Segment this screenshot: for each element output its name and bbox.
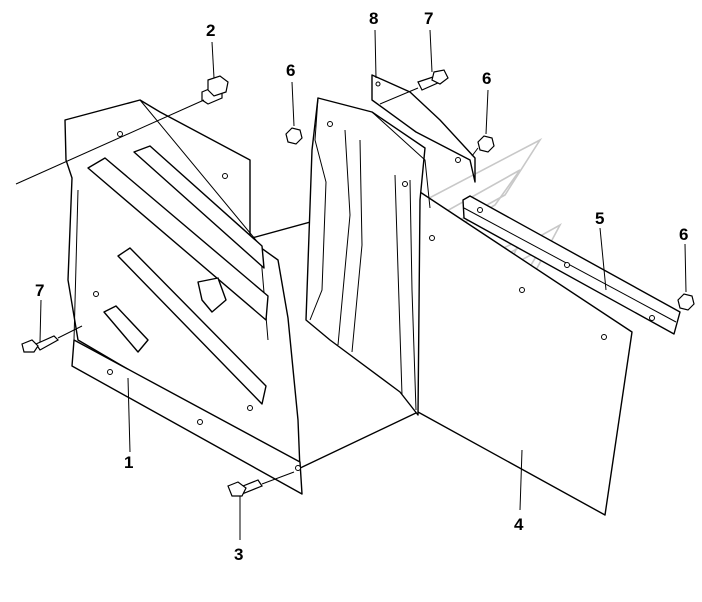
bolt-7-left-icon	[21, 335, 59, 353]
callout-6-mid: 6	[482, 69, 491, 88]
callout-7-left: 7	[35, 281, 44, 300]
part-8-bracket	[305, 74, 476, 416]
callout-6-left: 6	[286, 61, 295, 80]
part-5-strip	[462, 195, 681, 335]
bolt-7-top-icon	[417, 69, 449, 91]
callout-1: 1	[124, 453, 133, 472]
callout-8: 8	[369, 9, 378, 28]
callout-2: 2	[206, 21, 215, 40]
leader-lines	[15, 29, 687, 540]
callout-7-top: 7	[424, 9, 433, 28]
bolt-2-icon	[201, 75, 229, 105]
callout-5: 5	[595, 209, 604, 228]
callout-6-right: 6	[679, 225, 688, 244]
nut-6-left-icon	[285, 127, 303, 145]
part-1-panel	[64, 99, 303, 495]
callout-4: 4	[514, 515, 524, 534]
bolt-3-icon	[227, 479, 263, 497]
nut-6-mid-icon	[477, 135, 495, 153]
callout-3: 3	[234, 545, 243, 564]
nut-6-right-icon	[677, 293, 695, 311]
callout-labels: 1 2 3 4 5 6 6 6 7 7 8	[35, 9, 688, 564]
